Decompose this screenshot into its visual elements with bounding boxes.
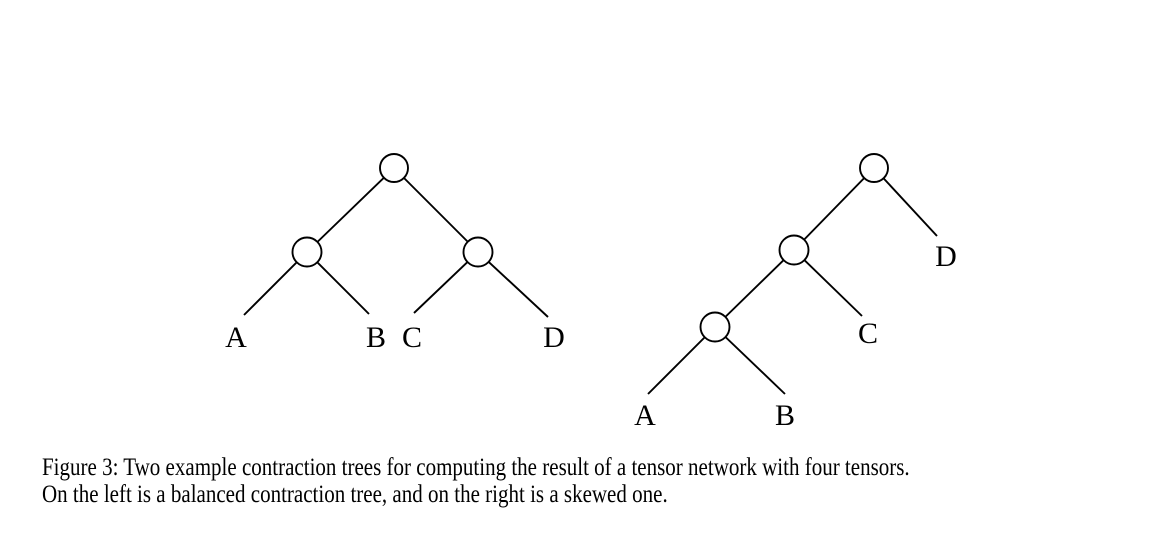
tree-edge <box>793 167 875 251</box>
leaf-label-b: B <box>366 321 386 354</box>
root-node <box>379 153 409 183</box>
tree-edge <box>393 167 479 253</box>
tree-edge <box>306 167 395 253</box>
internal-node <box>291 236 323 268</box>
tree-edge <box>714 326 786 395</box>
tree-edge <box>647 326 716 395</box>
tree-edge <box>873 167 938 237</box>
leaf-label-b: B <box>775 399 795 432</box>
leaf-label-d: D <box>935 240 957 273</box>
leaf-label-a: A <box>634 399 656 432</box>
leaf-label-a: A <box>225 321 247 354</box>
root-node <box>859 153 889 183</box>
figure-caption: Figure 3: Two example contraction trees … <box>42 454 1159 508</box>
figure-caption-line-2: On the left is a balanced contraction tr… <box>42 481 668 508</box>
tree-edge <box>477 251 549 318</box>
balanced-contraction-tree: A B C D <box>225 153 565 354</box>
tree-edge <box>714 249 795 328</box>
internal-node <box>778 234 810 266</box>
tree-edge <box>793 249 863 317</box>
internal-node <box>699 311 731 343</box>
skewed-contraction-tree: A B C D <box>634 153 957 432</box>
leaf-label-c: C <box>402 321 422 354</box>
internal-node <box>462 236 494 268</box>
figure-caption-line-1: Figure 3: Two example contraction trees … <box>42 454 910 481</box>
leaf-label-c: C <box>858 317 878 350</box>
leaf-label-d: D <box>543 321 565 354</box>
